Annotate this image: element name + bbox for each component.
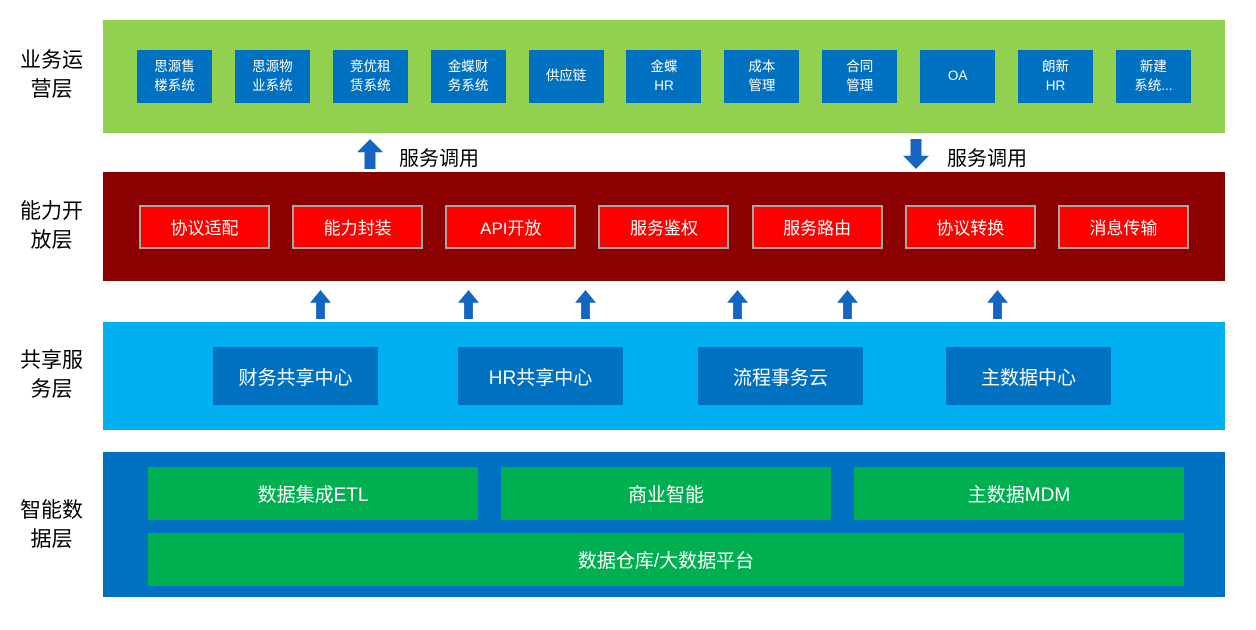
shared-box-process-affairs-cloud: 流程事务云	[698, 347, 863, 405]
system-box-longshine-hr: 朗新 HR	[1018, 50, 1094, 103]
shared-services-layer: 财务共享中心 HR共享中心 流程事务云 主数据中心	[103, 322, 1225, 430]
system-box-supply-chain: 供应链	[528, 50, 604, 103]
business-operations-layer: 思源售 楼系统 思源物 业系统 竞优租 赁系统 金蝶财 务系统 供应链 金蝶 H…	[103, 20, 1225, 133]
up-arrow-icon	[310, 290, 331, 319]
data-box-data-warehouse: 数据仓库/大数据平台	[148, 533, 1184, 586]
up-arrow-icon	[987, 290, 1008, 319]
shared-box-hr-shared-center: HR共享中心	[458, 347, 623, 405]
system-box-siyuan-property: 思源物 业系统	[234, 50, 310, 103]
layer-label-shared-services: 共享服 务层	[20, 349, 83, 401]
system-box-new-systems: 新建 系统...	[1115, 50, 1191, 103]
service-call-up-arrow-icon	[357, 139, 383, 169]
capability-box-service-authentication: 服务鉴权	[598, 204, 730, 249]
up-arrow-icon	[727, 290, 748, 319]
up-arrow-icon	[837, 290, 858, 319]
capability-box-protocol-adaptation: 协议适配	[139, 204, 270, 249]
capability-box-api-open: API开放	[445, 204, 577, 249]
service-call-up-label: 服务调用	[399, 148, 479, 170]
service-call-down-label: 服务调用	[947, 148, 1027, 170]
layer-label-capability-open: 能力开 放层	[20, 200, 83, 252]
system-box-kingdee-hr: 金蝶 HR	[626, 50, 702, 103]
system-box-siyuan-sales: 思源售 楼系统	[137, 50, 212, 103]
data-box-business-intelligence: 商业智能	[501, 467, 831, 520]
capability-box-capability-encapsulation: 能力封装	[292, 204, 424, 249]
data-box-mdm: 主数据MDM	[854, 467, 1184, 520]
capability-box-service-routing: 服务路由	[751, 204, 883, 249]
system-box-cost-management: 成本 管理	[724, 50, 800, 103]
system-box-jingyou-leasing: 竞优租 赁系统	[332, 50, 408, 103]
capability-open-layer: 协议适配 能力封装 API开放 服务鉴权 服务路由 协议转换 消息传输	[103, 172, 1225, 281]
system-box-contract-management: 合同 管理	[822, 50, 898, 103]
capability-box-protocol-conversion: 协议转换	[904, 204, 1036, 249]
layer-label-business-operations: 业务运 营层	[20, 49, 83, 101]
shared-box-master-data-center: 主数据中心	[946, 347, 1111, 405]
data-box-etl: 数据集成ETL	[148, 467, 478, 520]
system-box-kingdee-finance: 金蝶财 务系统	[430, 50, 506, 103]
up-arrow-icon	[458, 290, 479, 319]
capability-box-message-transfer: 消息传输	[1057, 204, 1189, 249]
shared-box-finance-shared-center: 财务共享中心	[213, 347, 378, 405]
service-call-down-arrow-icon	[903, 139, 929, 169]
system-box-oa: OA	[920, 50, 996, 103]
up-arrow-icon	[575, 290, 596, 319]
smart-data-layer: 数据集成ETL 商业智能 主数据MDM 数据仓库/大数据平台	[103, 452, 1225, 597]
layer-label-smart-data: 智能数 据层	[20, 499, 83, 551]
